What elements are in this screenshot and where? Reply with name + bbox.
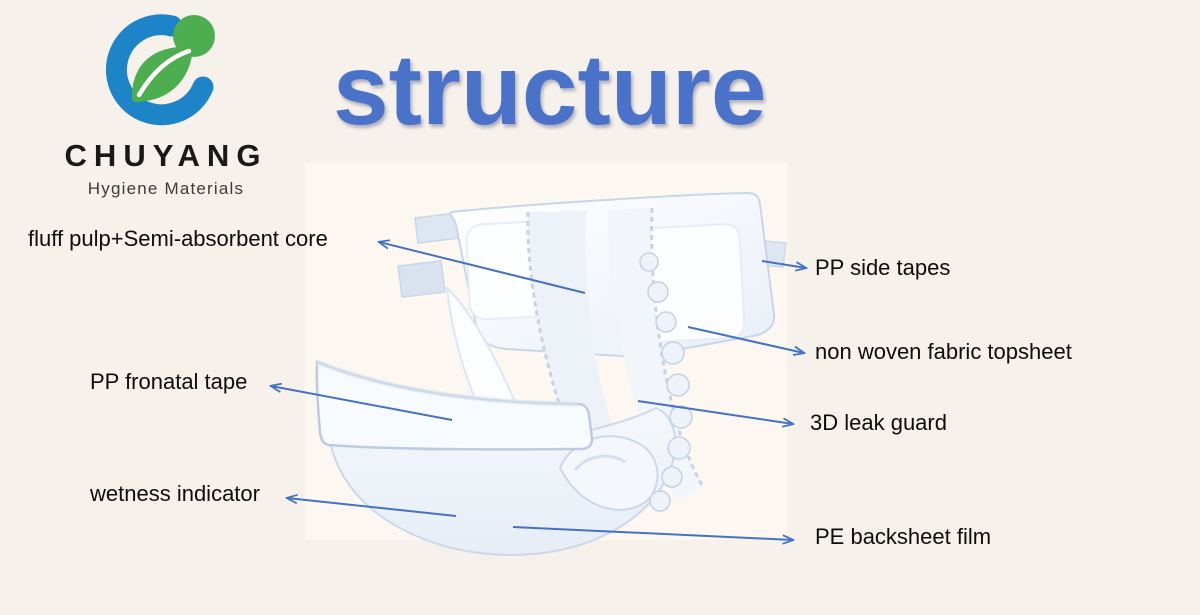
arrow-pe-backsheet: [512, 526, 793, 540]
label-pp-side-tapes: PP side tapes: [815, 255, 951, 280]
label-wetness-indicator: wetness indicator: [90, 481, 260, 506]
callout-arrows: [271, 242, 806, 540]
side-tape-left-2: [397, 260, 446, 298]
crotch-fold-line: [573, 454, 626, 472]
arrow-pp-side-tapes: [761, 260, 806, 268]
page-title: structure: [333, 34, 767, 146]
label-fluff-pulp-core: fluff pulp+Semi-absorbent core: [28, 226, 328, 251]
arrow-wetness-indicator: [287, 498, 457, 517]
frontal-tape-edge: [316, 359, 578, 407]
company-tagline: Hygiene Materials: [87, 179, 245, 198]
label-pp-frontal-tape: PP fronatal tape: [90, 369, 248, 394]
arrow-fluff-pulp-core: [379, 242, 586, 294]
arrow-3d-leak-guard: [637, 400, 793, 424]
label-3d-leak-guard: 3D leak guard: [810, 410, 947, 435]
leg-cuff-ruffles: [639, 252, 693, 512]
leaf-circle-logo-icon: [105, 14, 215, 126]
company-logo: CHUYANG Hygiene Materials: [28, 8, 304, 199]
company-name: CHUYANG: [64, 138, 268, 173]
leak-guard-channel-right: [607, 208, 703, 501]
label-pe-backsheet-film: PE backsheet film: [815, 524, 992, 549]
arrow-nonwoven-topsheet: [687, 326, 804, 353]
arrow-frontal-tape: [271, 386, 453, 421]
label-nonwoven-topsheet: non woven fabric topsheet: [815, 339, 1072, 364]
diaper-drawing: [315, 191, 787, 556]
